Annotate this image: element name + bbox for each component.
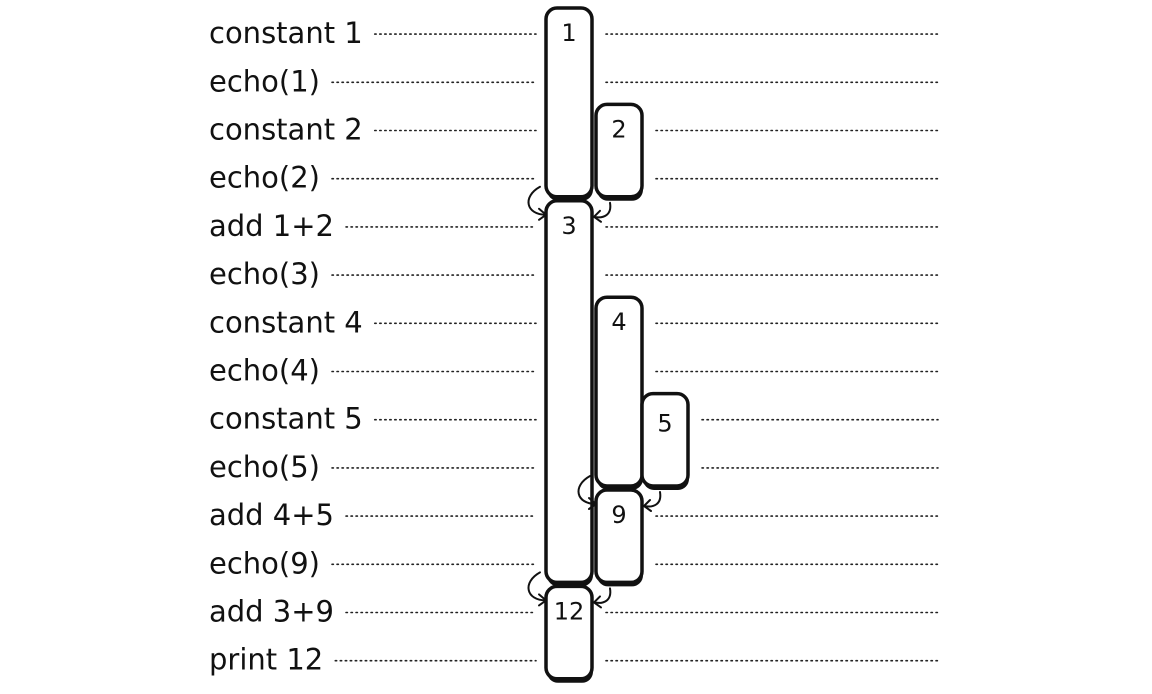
merge-arrow-right-icon xyxy=(643,491,662,508)
stack-slot-value: 2 xyxy=(611,115,626,143)
merge-arrow-left-icon xyxy=(577,475,597,505)
instruction-label: constant 1 xyxy=(209,16,363,50)
instruction-label: constant 4 xyxy=(209,305,363,339)
instruction-label: echo(5) xyxy=(209,450,320,484)
merge-arrow-right-icon xyxy=(593,201,612,219)
stack-slot-value: 4 xyxy=(611,308,626,336)
stack-slot-value: 5 xyxy=(657,410,672,438)
instruction-label: add 3+9 xyxy=(209,595,334,629)
merge-arrow-left-icon xyxy=(527,571,547,602)
stack-slot xyxy=(640,391,690,488)
merge-arrow-right-icon xyxy=(593,587,612,604)
stack-slot xyxy=(544,6,594,199)
instruction-label: constant 2 xyxy=(209,113,363,147)
merge-arrow-left-icon xyxy=(527,185,547,216)
stack-slot xyxy=(594,295,644,488)
arrowhead-right-icon xyxy=(593,595,602,609)
instruction-label: constant 5 xyxy=(209,402,363,436)
instruction-label: echo(1) xyxy=(209,64,320,98)
stack-slot xyxy=(544,199,594,585)
stack-slot-value: 1 xyxy=(561,19,576,47)
instruction-label: echo(3) xyxy=(209,257,320,291)
instruction-labels: constant 1 echo(1) constant 2 echo(2) add 1+… xyxy=(209,16,363,677)
stack-slot-value: 3 xyxy=(561,212,576,240)
stack-slot-value: 12 xyxy=(554,597,585,625)
instruction-label: add 4+5 xyxy=(209,498,334,532)
instruction-label: add 1+2 xyxy=(209,209,334,243)
leader-lines xyxy=(331,33,939,662)
stack-slot xyxy=(594,102,644,199)
arrowhead-left-icon xyxy=(538,207,547,221)
instruction-label: echo(9) xyxy=(209,546,320,580)
instruction-label: echo(4) xyxy=(209,354,320,388)
instruction-label: echo(2) xyxy=(209,161,320,195)
stack-slot xyxy=(594,488,644,585)
arrowhead-left-icon xyxy=(538,593,547,607)
arrowhead-right-icon xyxy=(593,209,602,223)
pop-arrows xyxy=(527,185,662,609)
arrowhead-right-icon xyxy=(643,499,652,512)
stack-slot xyxy=(544,584,594,681)
stack-slot-value: 9 xyxy=(611,501,626,529)
instruction-label: print 12 xyxy=(209,643,323,677)
arrowhead-left-icon xyxy=(588,497,597,510)
